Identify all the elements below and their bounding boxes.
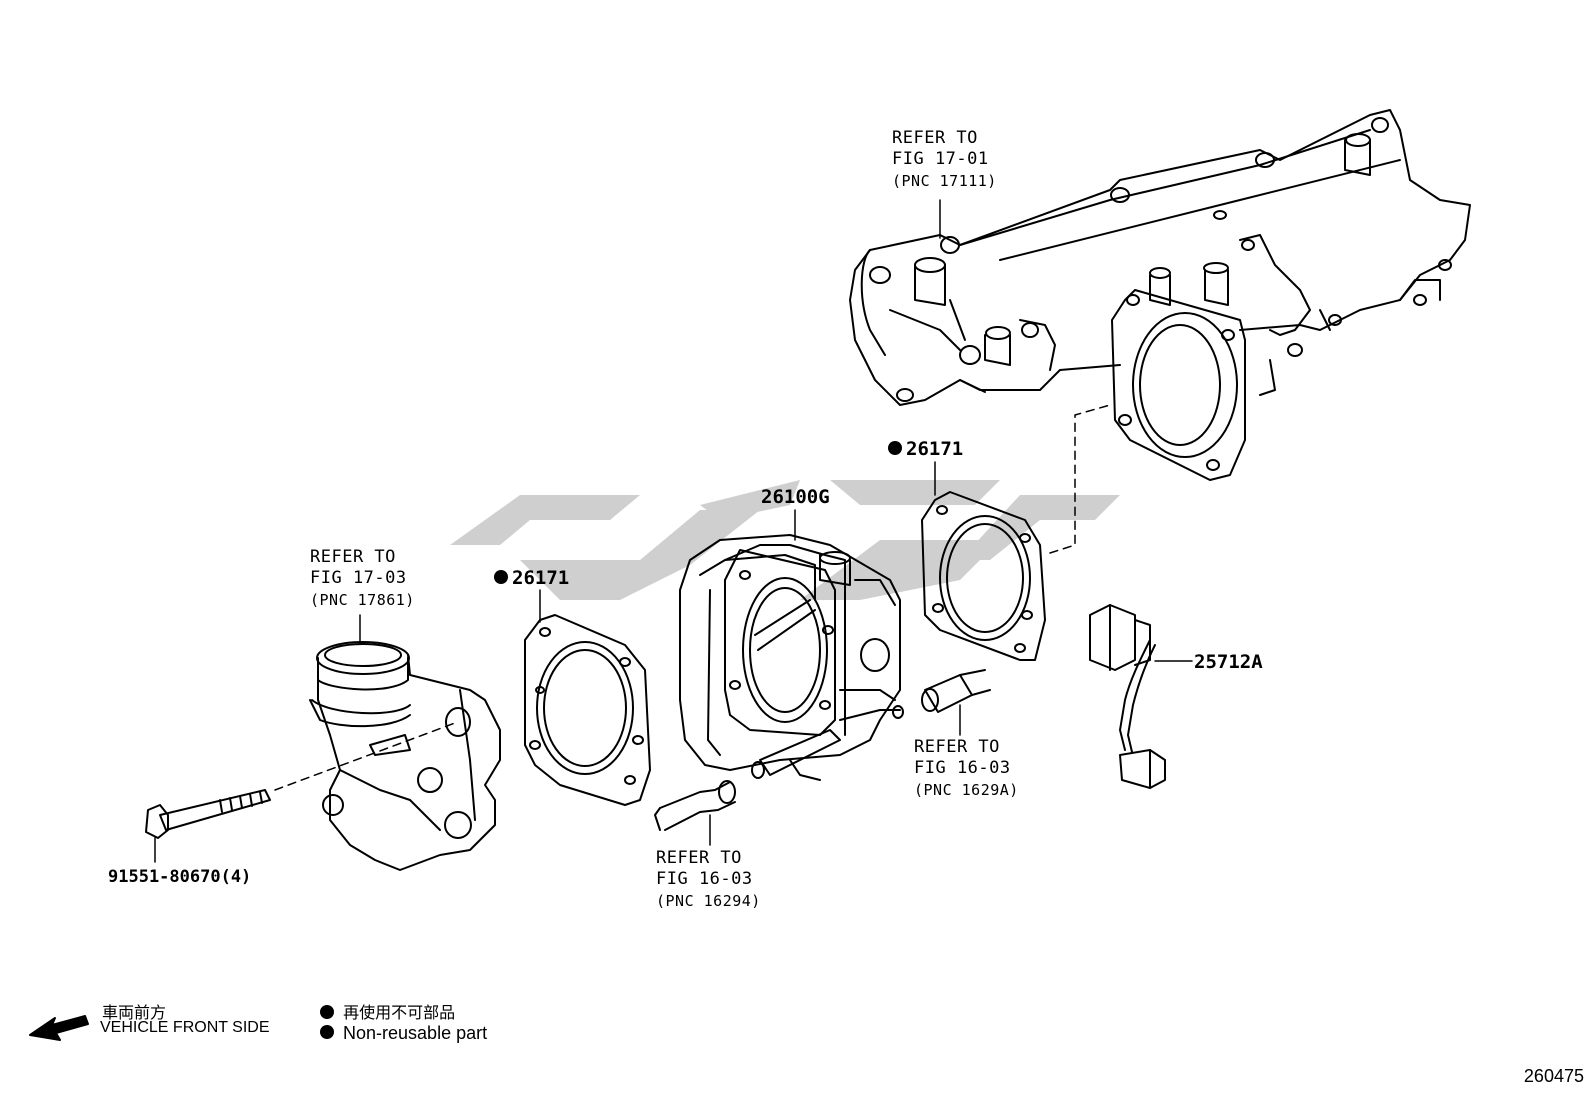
ref-hose-lower-line3: (PNC 16294)	[656, 892, 761, 910]
ref-hose-lower-line1: REFER TO	[656, 848, 742, 868]
hose-right	[921, 669, 991, 713]
ref-hose-right-line3: (PNC 1629A)	[914, 781, 1019, 799]
non-reusable-dot-icon	[888, 440, 902, 455]
throttle-body	[679, 534, 904, 781]
legend-nonreusable-en: Non-reusable part	[343, 1023, 488, 1043]
air-elbow	[309, 641, 501, 871]
legend-front-en: VEHICLE FRONT SIDE	[100, 1019, 270, 1036]
legend-nonreusable-jp-row: 再使用不可部品	[320, 999, 455, 1023]
part-gasket-left[interactable]: 26171	[494, 567, 569, 589]
gasket-right	[921, 491, 1046, 661]
ref-elbow-line1: REFER TO	[310, 547, 396, 567]
non-reusable-dot-icon	[320, 1025, 334, 1040]
non-reusable-dot-icon	[494, 569, 508, 584]
ref-manifold-line1: REFER TO	[892, 128, 978, 148]
diagram-number: 260475	[1523, 1066, 1584, 1086]
leader-lines	[154, 199, 1193, 863]
gasket-left	[524, 614, 651, 806]
part-gasket-left-number: 26171	[512, 567, 570, 589]
legend-nonreusable-en-row: Non-reusable part	[320, 1023, 487, 1044]
ref-manifold-line2: FIG 17-01	[892, 149, 989, 169]
bolt	[145, 789, 271, 839]
front-arrow-icon	[29, 1015, 89, 1041]
assembly-line-manifold	[1049, 404, 1111, 554]
non-reusable-dot-icon	[320, 1004, 334, 1019]
ref-hose-lower-line2: FIG 16-03	[656, 869, 753, 889]
part-throttle-body[interactable]: 26100G	[761, 486, 830, 508]
part-gasket-right-number: 26171	[906, 438, 964, 460]
sensor-connector	[1089, 604, 1166, 789]
intake-manifold	[849, 109, 1471, 481]
part-gasket-right[interactable]: 26171	[888, 438, 963, 460]
legend-nonreusable-jp: 再使用不可部品	[343, 1003, 456, 1022]
ref-elbow-line3: (PNC 17861)	[310, 591, 415, 609]
ref-manifold-line3: (PNC 17111)	[892, 172, 997, 190]
part-bolt[interactable]: 91551-80670(4)	[108, 867, 252, 887]
ref-hose-right-line1: REFER TO	[914, 737, 1000, 757]
assembly-line-bolt	[274, 722, 456, 791]
hose-lower	[654, 780, 736, 831]
ref-hose-right-line2: FIG 16-03	[914, 758, 1011, 778]
legend-front-jp: 車両前方	[102, 1003, 167, 1022]
ref-elbow-line2: FIG 17-03	[310, 568, 407, 588]
part-sensor[interactable]: 25712A	[1194, 651, 1263, 673]
